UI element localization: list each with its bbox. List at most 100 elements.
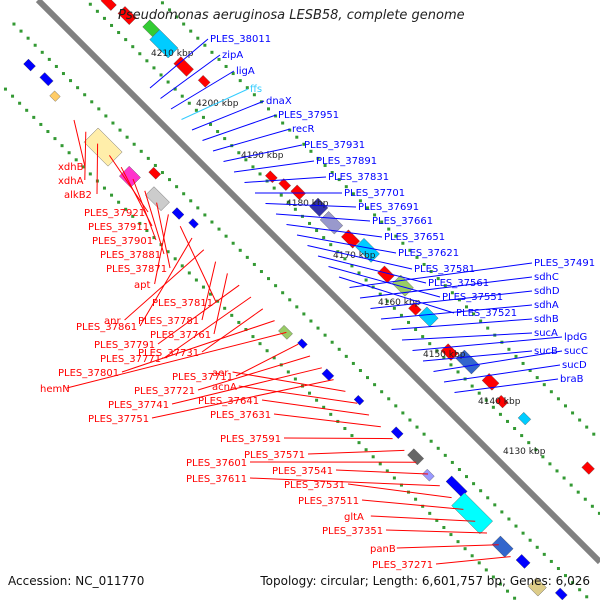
forward-label-leader	[213, 273, 228, 335]
guide-dot	[194, 108, 198, 112]
forward-label-leader	[370, 515, 476, 522]
guide-dot	[210, 220, 214, 224]
guide-dot	[187, 101, 191, 105]
guide-dot	[237, 320, 241, 324]
gene-feature	[23, 58, 36, 72]
gene-feature	[290, 184, 306, 201]
guide-dot	[465, 475, 469, 479]
guide-dot	[217, 57, 221, 61]
guide-dot	[152, 236, 156, 240]
reverse-label-leader	[328, 266, 441, 298]
guide-dot	[187, 271, 191, 275]
guide-dot	[111, 121, 115, 125]
guide-dot	[3, 87, 7, 91]
guide-dot	[387, 397, 391, 401]
forward-label-leader	[307, 449, 405, 455]
reverse-gene-label: sucA	[534, 328, 558, 339]
forward-gene-label: PLES_37601	[186, 458, 247, 469]
guide-dot	[104, 114, 108, 118]
guide-dot	[442, 525, 446, 529]
guide-dot	[479, 489, 483, 493]
reverse-label-leader	[149, 38, 209, 89]
guide-dot	[336, 250, 340, 254]
reverse-gene-label: sucB	[534, 346, 558, 357]
forward-gene-label: PLES_37861	[76, 322, 137, 333]
gene-feature	[422, 468, 435, 482]
gene-feature	[49, 90, 61, 102]
guide-dot	[33, 43, 37, 47]
reverse-label-leader	[454, 378, 559, 393]
guide-dot	[399, 483, 403, 487]
reverse-gene-label: PLES_38011	[210, 34, 271, 45]
guide-dot	[541, 455, 545, 459]
guide-dot	[323, 163, 327, 167]
reverse-gene-label: sucC	[564, 346, 588, 357]
guide-dot	[180, 94, 184, 98]
gene-feature	[119, 165, 141, 188]
reverse-label-leader	[349, 262, 533, 288]
reverse-gene-label: PLES_37561	[428, 278, 489, 289]
guide-dot	[578, 418, 582, 422]
guide-dot	[429, 439, 433, 443]
reverse-gene-label: PLES_37661	[372, 216, 433, 227]
gene-feature	[377, 265, 395, 284]
kbp-tick-label: 4190 kbp	[241, 151, 284, 161]
forward-gene-label: aer	[212, 368, 229, 379]
guide-dot	[97, 107, 101, 111]
forward-gene-label: anr	[104, 316, 121, 327]
guide-dot	[230, 313, 234, 317]
gene-feature	[173, 56, 194, 77]
guide-dot	[281, 291, 285, 295]
forward-label-leader	[163, 296, 252, 359]
guide-dot	[293, 207, 297, 211]
guide-dot	[238, 79, 242, 83]
gene-feature	[188, 218, 199, 229]
guide-dot	[180, 264, 184, 268]
guide-dot	[217, 227, 221, 231]
gene-feature	[355, 238, 380, 263]
guide-dot	[366, 206, 370, 210]
reverse-label-leader	[401, 332, 533, 341]
guide-dot	[421, 504, 425, 508]
guide-dot	[139, 149, 143, 153]
guide-dot	[132, 142, 136, 146]
guide-dot	[267, 107, 271, 111]
guide-dot	[351, 192, 355, 196]
guide-dot	[88, 172, 92, 176]
guide-dot	[507, 517, 511, 521]
forward-gene-label: PLES_37631	[210, 410, 271, 421]
guide-dot	[238, 248, 242, 252]
guide-dot	[224, 234, 228, 238]
reverse-label-leader	[422, 350, 533, 362]
forward-gene-label: PLES_37801	[58, 368, 119, 379]
reverse-gene-label: ligA	[236, 66, 255, 77]
guide-dot	[274, 284, 278, 288]
guide-dot	[209, 292, 213, 296]
guide-dot	[231, 241, 235, 245]
forward-gene-label: acnA	[212, 382, 237, 393]
forward-label-leader	[197, 355, 311, 391]
guide-dot	[578, 588, 582, 592]
guide-dot	[258, 342, 262, 346]
label-leaders	[66, 38, 563, 565]
guide-dot	[281, 121, 285, 125]
gene-feature	[408, 302, 422, 316]
reverse-label-leader	[223, 144, 303, 162]
guide-dot	[457, 468, 461, 472]
guide-dot	[513, 596, 517, 600]
forward-gene-label: gltA	[344, 512, 364, 523]
forward-label-leader	[435, 556, 511, 565]
guide-dot	[428, 342, 432, 346]
guide-dot	[252, 93, 256, 97]
guide-dot	[415, 255, 419, 259]
forward-label-leader	[132, 178, 157, 241]
guide-dot	[358, 369, 362, 373]
forward-gene-label: PLES_37531	[284, 480, 345, 491]
guide-dot	[316, 326, 320, 330]
guide-dot	[493, 503, 497, 507]
guide-dot	[288, 298, 292, 302]
guide-dot	[477, 561, 481, 565]
guide-dot	[366, 376, 370, 380]
forward-label-leader	[84, 131, 87, 181]
reverse-gene-label: PLES_37691	[358, 202, 419, 213]
